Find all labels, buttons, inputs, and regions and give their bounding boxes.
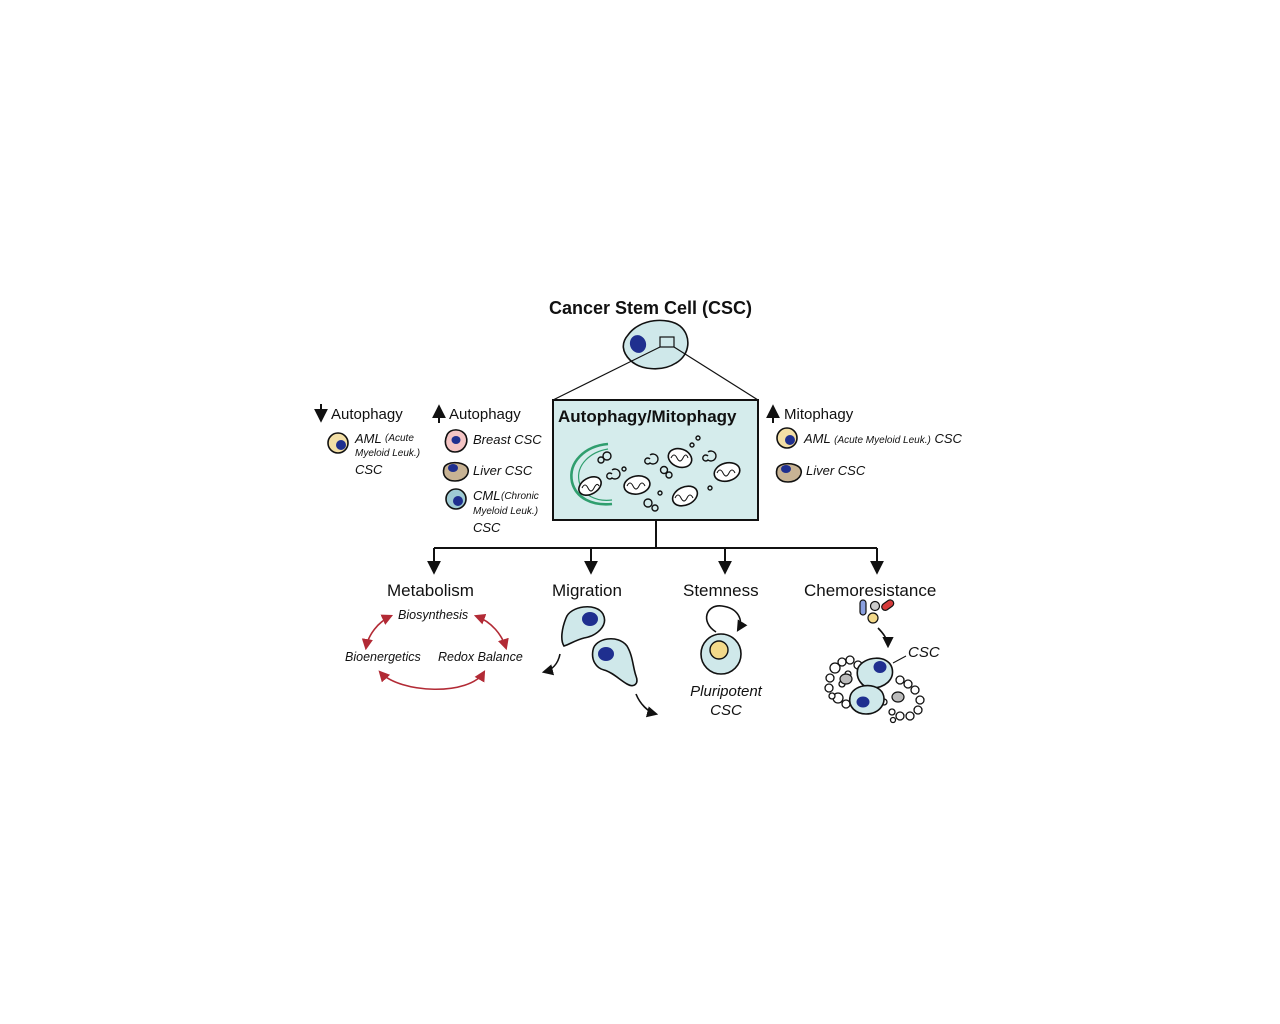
liver-cell-icon xyxy=(775,462,803,483)
biosynthesis-label: Biosynthesis xyxy=(398,608,469,622)
arrow-icon xyxy=(635,693,659,718)
liver-cell-icon xyxy=(442,461,470,482)
metabolism-heading: Metabolism xyxy=(387,581,474,600)
liver-csc-right-label: Liver CSC xyxy=(806,463,866,478)
cml-note-2: Myeloid Leuk.) xyxy=(473,506,539,517)
arrow-icon xyxy=(877,627,894,649)
group-heading-autophagy-up: Autophagy xyxy=(449,406,521,423)
pluripotent-cell-icon xyxy=(700,633,742,675)
cml-tail: CSC xyxy=(473,520,501,535)
autophagy-mitophagy-box xyxy=(552,399,759,521)
aml-note-2: Myeloid Leuk.) xyxy=(355,448,421,459)
migration-heading: Migration xyxy=(552,581,622,600)
csc-label: CSC xyxy=(908,644,940,661)
arrow-icon xyxy=(541,653,561,676)
aml-note: (Acute xyxy=(385,433,414,444)
zoom-lines xyxy=(552,346,759,401)
self-renewal-arrow-icon xyxy=(705,605,748,633)
bioenergetics-label: Bioenergetics xyxy=(345,650,421,664)
aml-tail: CSC xyxy=(355,462,383,477)
pluripotent-csc-caption: Pluripotent CSC xyxy=(690,683,762,719)
group-heading-mitophagy-up: Mitophagy xyxy=(784,406,854,423)
chemoresistance-heading: Chemoresistance xyxy=(804,581,937,600)
cml-cell-icon xyxy=(445,488,467,510)
aml-label: AML xyxy=(355,431,382,446)
breast-cell-icon xyxy=(444,429,468,453)
cml-note: (Chronic xyxy=(501,491,539,502)
csc-cell-icon xyxy=(622,319,689,370)
connector-tree xyxy=(427,520,884,575)
diagram-title: Cancer Stem Cell (CSC) xyxy=(549,298,753,318)
group-heading-autophagy-down: Autophagy xyxy=(331,406,403,423)
metabolism-cycle-arrows xyxy=(361,613,509,691)
aml-cell-icon xyxy=(327,432,349,454)
phagophore-icon xyxy=(570,442,613,506)
box-title: Autophagy/Mitophagy xyxy=(558,407,737,426)
mitochondria-icons xyxy=(578,447,741,507)
migrating-cell-icon xyxy=(561,606,606,647)
breast-csc-label: Breast CSC xyxy=(473,432,542,447)
stemness-heading: Stemness xyxy=(683,581,759,600)
cml-label: CML xyxy=(473,488,501,503)
resistant-csc-cluster-icon xyxy=(824,655,925,724)
aml-right-label: AML (Acute Myeloid Leuk.) CSC xyxy=(804,431,962,446)
liver-csc-label: Liver CSC xyxy=(473,463,533,478)
vesicle-icons xyxy=(597,435,717,512)
drug-pills-icon xyxy=(859,599,895,624)
migrating-cell-icon xyxy=(591,638,638,687)
redox-balance-label: Redox Balance xyxy=(438,650,523,664)
aml-cell-icon xyxy=(776,427,798,449)
